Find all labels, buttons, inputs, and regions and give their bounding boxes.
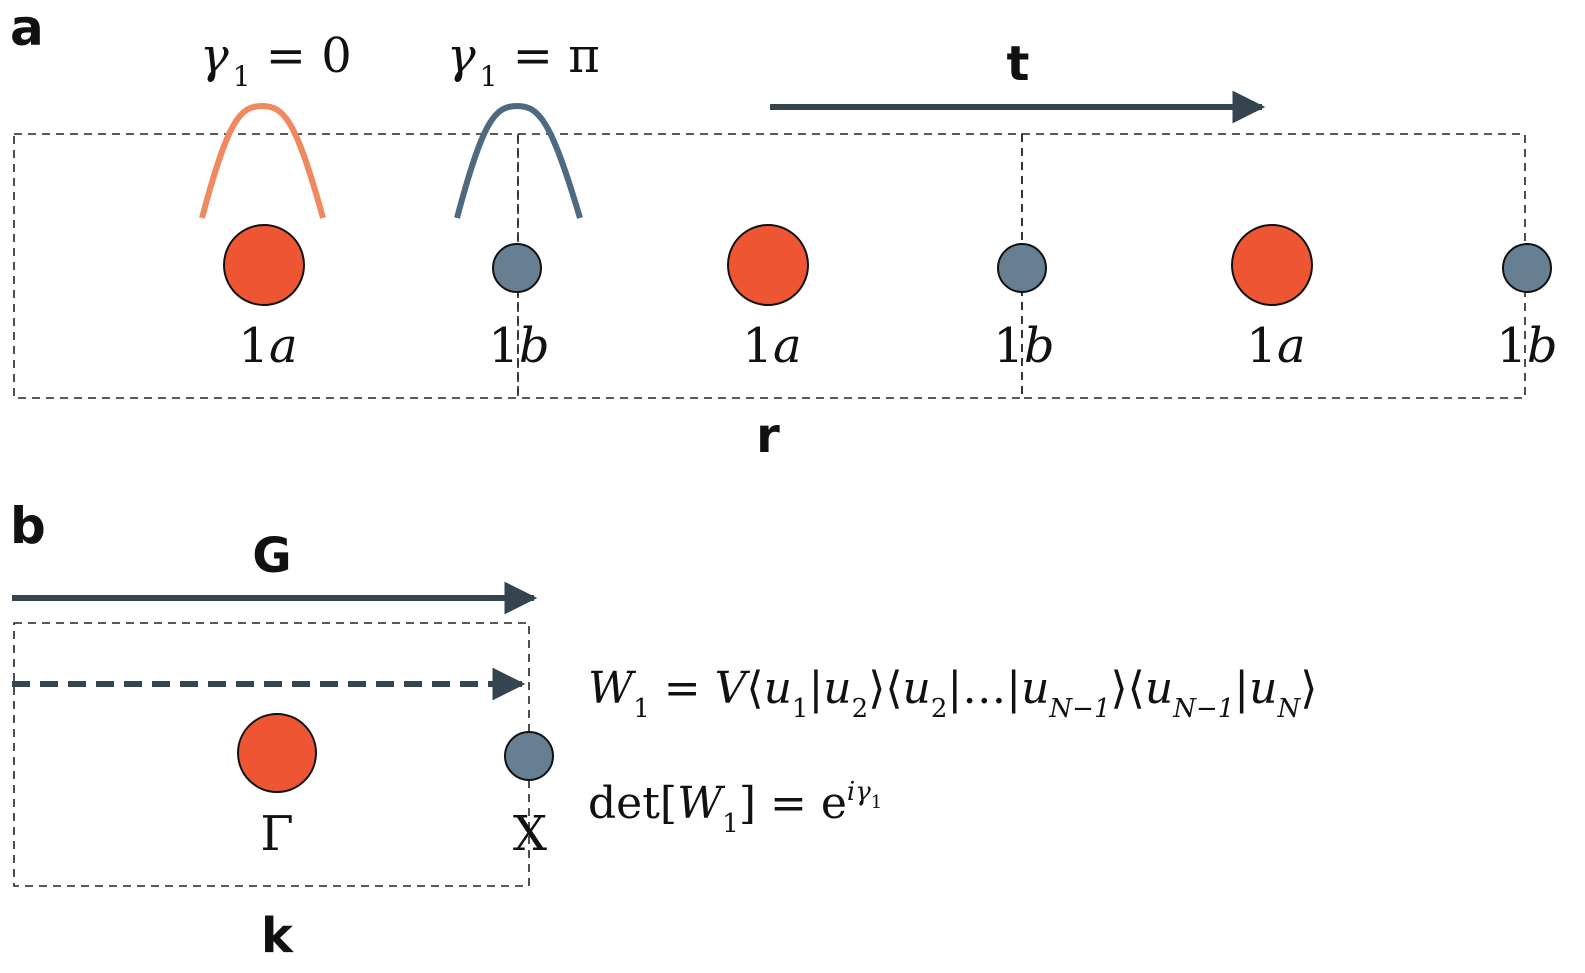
site-1b-orbital: [997, 243, 1047, 293]
site-label-1a: 1a: [1246, 318, 1305, 374]
site-label-1a: 1a: [742, 318, 801, 374]
wilson-loop-equation: W1 = V⟨u1|u2⟩⟨u2|…|uN−1⟩⟨uN−1|uN⟩: [588, 663, 1317, 724]
translation-vector-label: t: [1007, 36, 1030, 92]
real-space-label: r: [756, 408, 780, 464]
x-point-orbital: [504, 731, 554, 781]
sites-row: [223, 224, 1552, 306]
x-point-label: X: [513, 806, 547, 862]
site-1b-orbital: [1502, 243, 1552, 293]
site-1a-orbital: [727, 224, 809, 306]
panel-a-letter: a: [10, 0, 44, 57]
site-label-1b: 1b: [993, 318, 1054, 374]
site-1b-orbital: [492, 243, 542, 293]
site-label-1a: 1a: [238, 318, 297, 374]
panel-b-letter: b: [10, 497, 46, 555]
reciprocal-vector-label: G: [252, 528, 291, 584]
site-1a-orbital: [1231, 224, 1313, 306]
site-1a-orbital: [223, 224, 305, 306]
site-label-1b: 1b: [1496, 318, 1557, 374]
wannier-curve-phase-pi: [454, 102, 583, 219]
wannier-curve-phase-zero: [199, 102, 326, 219]
determinant-equation: det[W1] = eiγ1: [588, 777, 882, 839]
gamma-point-label: Γ: [260, 806, 293, 862]
gamma-point-orbital: [237, 713, 317, 793]
site-label-1b: 1b: [488, 318, 549, 374]
momentum-label: k: [261, 908, 294, 964]
